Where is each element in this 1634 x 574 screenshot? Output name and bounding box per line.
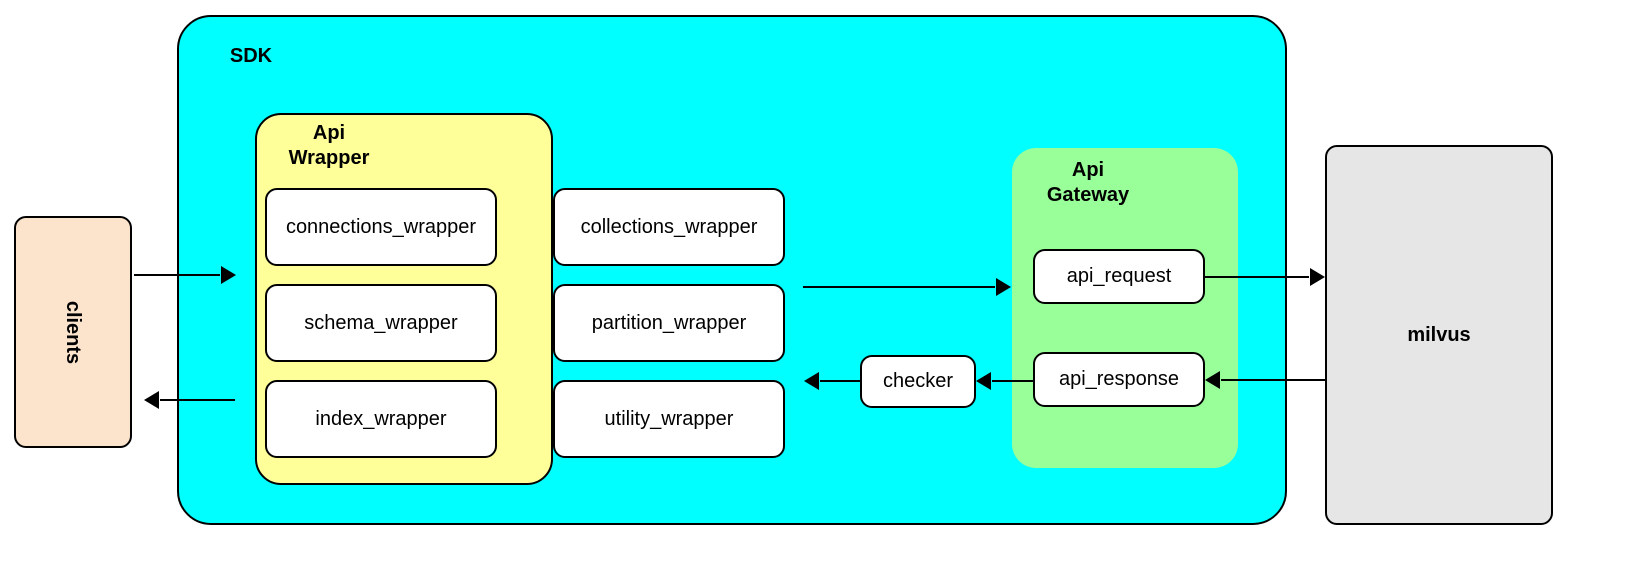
node-utility-wrapper[interactable]: utility_wrapper bbox=[553, 380, 785, 458]
container-api-gateway-label: Api Gateway bbox=[1046, 159, 1130, 206]
node-checker[interactable]: checker bbox=[860, 355, 976, 408]
container-sdk-label: SDK bbox=[229, 45, 273, 67]
node-partition-wrapper[interactable]: partition_wrapper bbox=[553, 284, 785, 362]
container-api-gateway[interactable]: Api Gateway bbox=[1012, 148, 1238, 468]
node-collections-wrapper[interactable]: collections_wrapper bbox=[553, 188, 785, 266]
actor-clients-label: clients bbox=[62, 300, 85, 364]
container-api-wrapper-label: Api Wrapper bbox=[288, 122, 370, 169]
node-schema-wrapper[interactable]: schema_wrapper bbox=[265, 284, 497, 362]
node-connections-wrapper[interactable]: connections_wrapper bbox=[265, 188, 497, 266]
node-index-wrapper[interactable]: index_wrapper bbox=[265, 380, 497, 458]
node-api-response[interactable]: api_response bbox=[1033, 352, 1205, 407]
node-api-request[interactable]: api_request bbox=[1033, 249, 1205, 304]
actor-clients[interactable]: clients bbox=[14, 216, 132, 448]
actor-milvus[interactable]: milvus bbox=[1325, 145, 1553, 525]
actor-milvus-label: milvus bbox=[1407, 323, 1471, 346]
